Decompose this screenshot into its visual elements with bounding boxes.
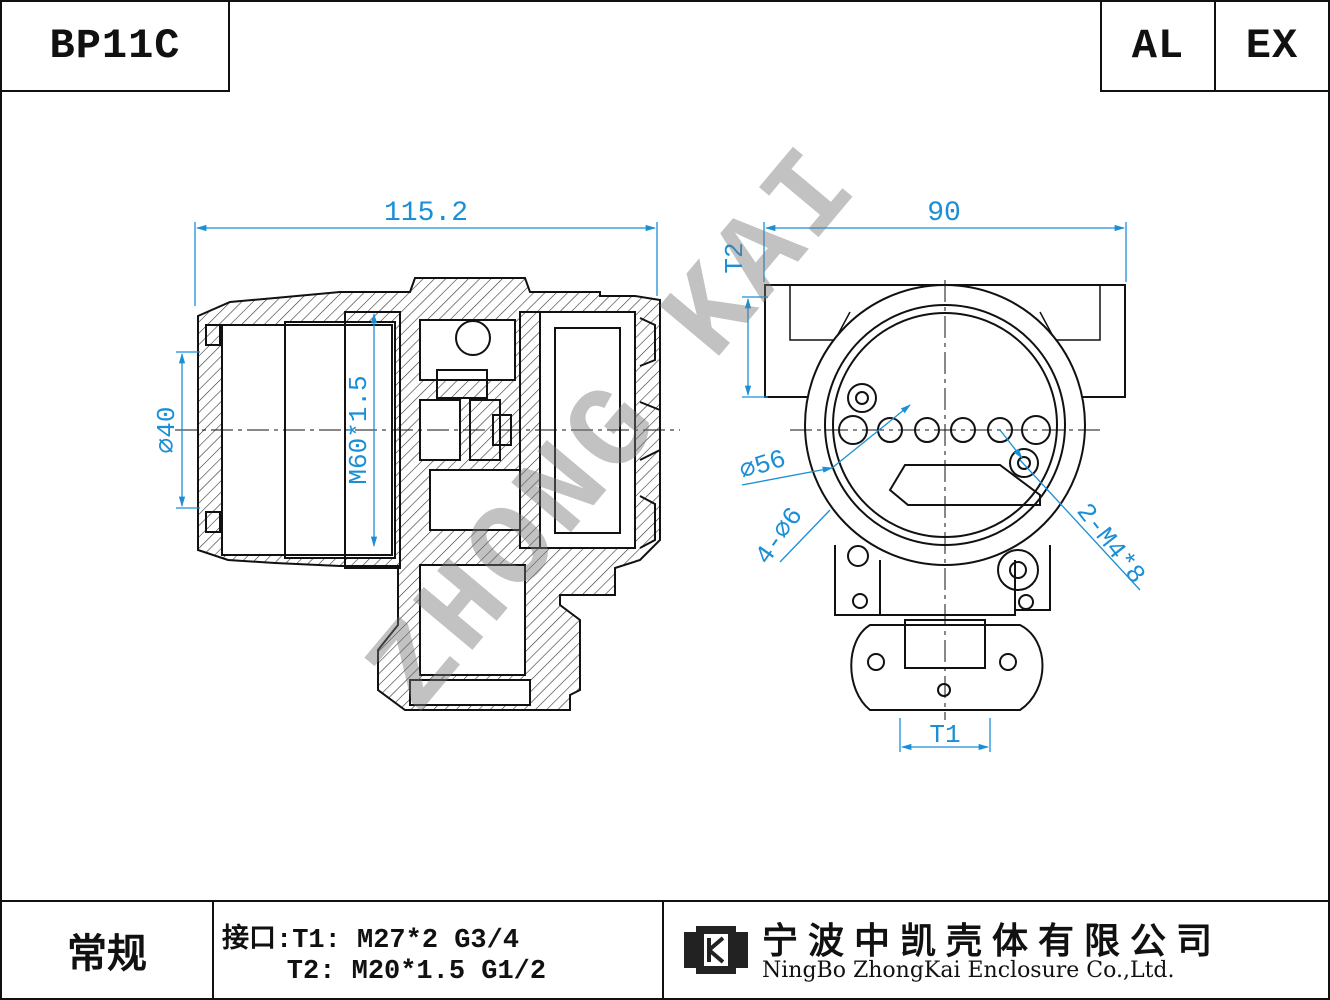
interface-cell	[212, 900, 664, 1000]
left-dimensions	[176, 222, 658, 548]
t2-dimension: T2	[720, 242, 750, 273]
left-width-dimension: 115.2	[384, 198, 468, 229]
company-logo	[684, 926, 748, 974]
category-label: 常规	[0, 900, 214, 1000]
left-thread-dimension: M60*1.5	[344, 375, 374, 484]
interface-line-1: 接口:T1: M27*2 G3/4	[222, 926, 520, 956]
technical-drawing: 115.2 ⌀40 M60*1.5	[152, 123, 1151, 752]
company-name-cn: 宁波中凯壳体有限公司	[762, 921, 1223, 962]
ring-diameter-dimension: ⌀56	[736, 444, 790, 487]
interface-line-2: T2: M20*1.5 G1/2	[222, 957, 547, 987]
t1-dimension: T1	[929, 720, 960, 750]
left-diameter-dimension: ⌀40	[152, 407, 182, 454]
company-name-en: NingBo ZhongKai Enclosure Co.,Ltd.	[762, 958, 1175, 983]
right-dimensions	[741, 222, 1141, 752]
left-section-view	[197, 277, 661, 711]
screws-dimension: 2-M4*8	[1070, 498, 1151, 590]
tag-ex: EX	[1214, 0, 1330, 92]
right-width-dimension: 90	[927, 198, 961, 229]
holes-dimension: 4-⌀6	[749, 502, 809, 570]
model-label: BP11C	[0, 0, 230, 92]
